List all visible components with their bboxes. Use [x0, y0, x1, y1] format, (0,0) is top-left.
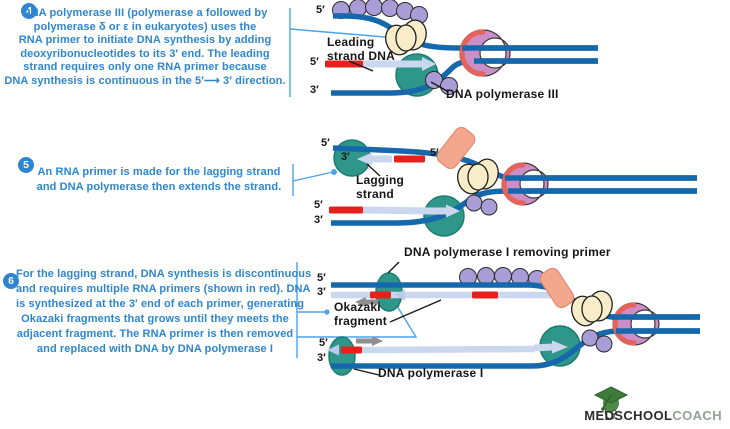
prime-label: 5′ — [317, 272, 326, 284]
note-line: Okazaki fragments that grows until they … — [21, 313, 289, 325]
note5-pointer-line — [292, 171, 334, 182]
note-line: polymerase δ or ε in eukaryotes) uses th… — [33, 20, 257, 33]
dna-polymerase-1-blob — [328, 336, 356, 376]
panel-okazaki — [327, 261, 700, 376]
template-strand-bottom — [331, 328, 700, 369]
label-line — [430, 81, 448, 92]
rna-primer — [472, 291, 498, 299]
label-line — [348, 60, 374, 72]
label-lagging-strand: Lagging strand — [356, 173, 405, 201]
panel-leading-strand — [325, 0, 598, 97]
prime-label: 3′ — [314, 214, 323, 226]
step-5-note: An RNA primer is made for the lagging st… — [30, 165, 288, 195]
prime-label: 5′ — [314, 199, 323, 211]
prime-label: 5′ — [316, 4, 325, 16]
note-line: RNA primer to initiate DNA synthesis by … — [18, 34, 272, 46]
synthesis-arrow-icon — [552, 340, 568, 354]
ssb-proteins-icon — [465, 194, 498, 216]
logo-medschool: MEDSCHOOL — [584, 408, 673, 423]
step-5-badge: 5 — [18, 157, 34, 173]
label-dna-polymerase-1: DNA polymerase I — [378, 366, 484, 380]
label-line — [353, 368, 380, 376]
prime-label: 5′ — [310, 56, 319, 68]
note-line: DNA polymerase III (polymerase a followe… — [22, 7, 268, 19]
prime-label: 3′ — [310, 84, 319, 96]
duplex-dna — [505, 175, 697, 194]
prime-label: 5′ — [430, 147, 439, 159]
synthesis-arrow-icon — [422, 57, 436, 71]
fragment-arrow-icon — [327, 344, 339, 356]
duplex-dna — [612, 314, 700, 334]
note-line: and replaced with DNA by DNA polymerase … — [36, 343, 274, 355]
rna-primer — [394, 155, 425, 163]
helicase-ring-icon — [612, 302, 637, 346]
panel-lagging-primer — [329, 126, 697, 237]
synthesis-arrow-icon — [357, 152, 372, 166]
label-line — [389, 299, 442, 323]
duplex-dna — [462, 45, 598, 64]
label-line — [366, 163, 381, 177]
primase-complex-icon — [571, 290, 613, 327]
helicase-ring-icon — [501, 162, 526, 206]
rna-primer — [370, 291, 391, 299]
logo-wordmark: MEDSCHOOLCOACH — [584, 408, 722, 423]
clamp-loader-icon — [436, 126, 476, 170]
prime-label: 3′ — [317, 286, 326, 298]
note-line: DNA synthesis is continuous in the 5′⟶ 3… — [4, 74, 286, 87]
note-line: deoxyribonucleotides to its 3′ end. The … — [20, 47, 270, 60]
note-line: For the lagging strand, DNA synthesis is… — [16, 268, 312, 280]
rna-primer — [341, 346, 362, 354]
primase-complex-icon — [457, 158, 499, 195]
primase-complex-icon — [385, 19, 427, 56]
ssb-proteins-icon — [332, 0, 428, 24]
rna-primer — [329, 206, 363, 214]
synthesis-arrow-icon — [446, 204, 460, 218]
note-line: adjacent fragment. The RNA primer is the… — [16, 328, 294, 340]
note-line: An RNA primer is made for the lagging st… — [37, 166, 281, 178]
note-line: strand requires only one RNA primer beca… — [23, 61, 267, 73]
step-6-badge: 6 — [3, 273, 19, 289]
label-line — [387, 261, 400, 274]
ssb-proteins-icon — [581, 329, 613, 353]
label-pol1-removing-primer: DNA polymerase I removing primer — [404, 245, 611, 259]
medschoolcoach-cap-icon — [593, 386, 629, 420]
pol1-direction-arrow-icon — [372, 336, 383, 346]
prime-label: 3′ — [317, 352, 326, 364]
clamp-loader-icon — [539, 267, 575, 309]
step-4-note: DNA polymerase III (polymerase a followe… — [2, 7, 288, 88]
leading-strand-new-dna — [361, 345, 535, 354]
prime-label: 5′ — [321, 137, 330, 149]
prime-label: 3′ — [341, 151, 350, 163]
pol1-direction-arrow-icon — [355, 297, 366, 307]
prime-label: 5′ — [319, 337, 328, 349]
step-4-badge: 4 — [21, 3, 37, 19]
note-line: and DNA polymerase then extends the stra… — [36, 181, 282, 193]
note-line: and requires multiple RNA primers (shown… — [16, 283, 311, 295]
label-dna-polymerase-3: DNA polymerase III — [446, 87, 559, 101]
helicase-ring-icon — [459, 29, 486, 77]
step-6-note: For the lagging strand, DNA synthesis is… — [16, 267, 312, 357]
logo-coach: COACH — [672, 408, 722, 423]
fragment-arrow-icon — [394, 289, 405, 301]
note-line: is synthesized at the 3′ end of each pri… — [16, 298, 305, 310]
medschoolcoach-logo: MEDSCHOOLCOACH — [584, 408, 722, 423]
label-okazaki-fragment: Okazaki fragment — [334, 300, 387, 328]
leading-strand-new-dna — [533, 343, 553, 352]
leading-strand-new-dna — [362, 206, 431, 215]
label-leading-strand: Leading strand DNA — [327, 35, 396, 63]
